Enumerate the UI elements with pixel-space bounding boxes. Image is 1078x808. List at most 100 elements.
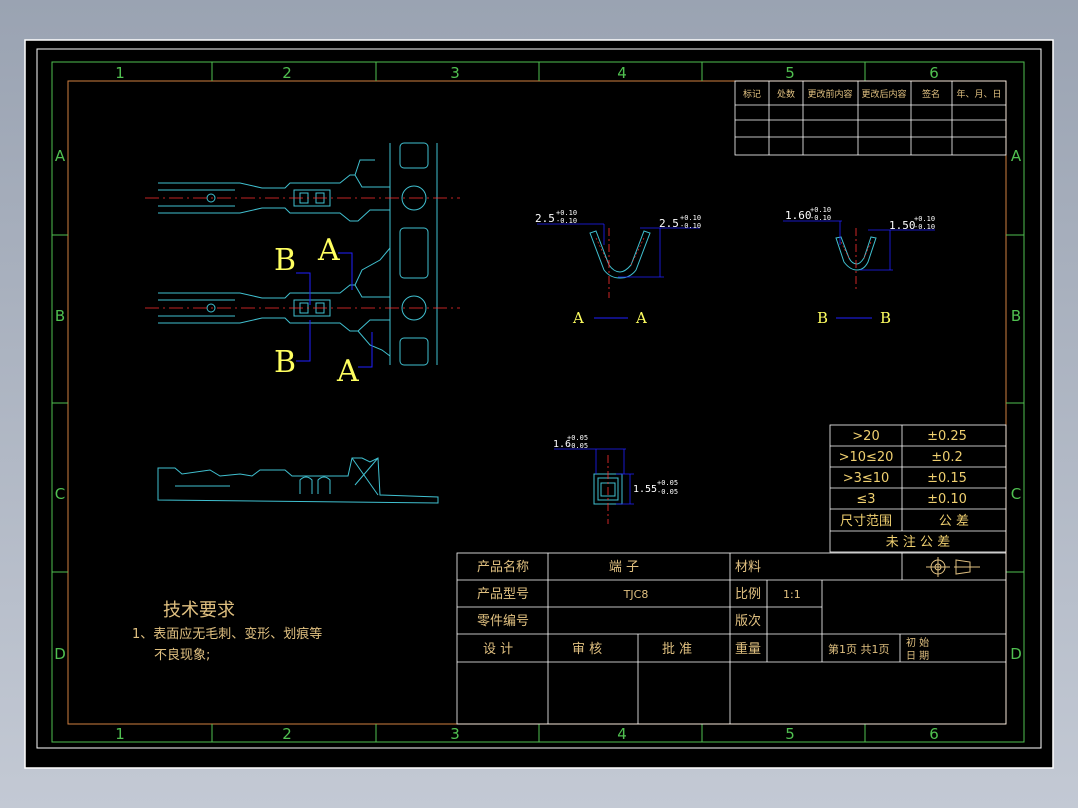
dim-aa-left-lower: -0.10 (556, 217, 577, 225)
tolerance-header-range: 尺寸范围 (840, 514, 892, 529)
title-product-name: 端 子 (609, 560, 639, 575)
title-material-label: 材料 (735, 560, 761, 575)
zone-col-6-bottom: 6 (929, 725, 939, 743)
tolerance-range-4: ≤3 (856, 492, 875, 507)
tolerance-table: >20 ±0.25 >10≤20 ±0.2 >3≤10 ±0.15 ≤3 ±0.… (829, 424, 1007, 553)
tolerance-value-4: ±0.10 (927, 492, 967, 507)
terminal-side-view (157, 457, 439, 504)
dim-bb-left-upper: +0.10 (810, 206, 831, 214)
zone-col-5-bottom: 5 (785, 725, 795, 743)
frame (36, 48, 1042, 749)
dim-small-right-lower: -0.05 (657, 488, 678, 496)
zone-col-2-top: 2 (282, 64, 292, 82)
title-product-model: TJC8 (623, 588, 649, 601)
title-design-label: 设 计 (483, 642, 513, 657)
zone-col-6-top: 6 (929, 64, 939, 82)
zone-row-b-left: B (55, 307, 65, 325)
tolerance-value-2: ±0.2 (931, 450, 963, 465)
revision-header-before: 更改前内容 (807, 88, 852, 100)
zone-col-1-top: 1 (115, 64, 125, 82)
zone-row-d-left: D (54, 645, 66, 663)
title-scale-label: 比例 (735, 587, 761, 602)
tech-requirements-title: 技术要求 (163, 600, 235, 621)
tolerance-value-3: ±0.15 (927, 471, 967, 486)
section-label-b-top: B (274, 243, 296, 278)
tech-requirements-line-2: 不良现象; (154, 647, 210, 663)
outer-frame (36, 48, 1042, 749)
section-aa-label-right: A (635, 309, 647, 327)
title-scale: 1:1 (783, 588, 801, 601)
zone-col-4-top: 4 (617, 64, 627, 82)
revision-header-count: 处数 (777, 88, 795, 100)
zone-row-a-left: A (55, 147, 66, 165)
dim-aa-left-upper: +0.10 (556, 209, 577, 217)
tech-requirements-line-1: 1、表面应无毛刺、变形、划痕等 (132, 626, 322, 642)
section-aa-profile (589, 230, 651, 279)
dim-aa-right-upper: +0.10 (680, 214, 701, 222)
zone-col-3-top: 3 (450, 64, 460, 82)
revision-header-sign: 签名 (922, 88, 940, 100)
dim-bb-right-upper: +0.10 (914, 215, 935, 223)
dim-small-left-lower: -0.05 (567, 442, 588, 450)
title-initial-label-2: 日 期 (906, 650, 929, 662)
projection-symbol (926, 557, 980, 577)
zone-col-3-bottom: 3 (450, 725, 460, 743)
dim-bb-left-lower: -0.10 (810, 214, 831, 222)
section-bb-label-left: B (817, 309, 828, 327)
dim-aa-right-value: 2.5 (659, 217, 679, 230)
tolerance-range-1: >20 (852, 429, 879, 444)
section-callouts (296, 252, 373, 368)
zone-col-4-bottom: 4 (617, 725, 627, 743)
dim-small-right-value: 1.55 (633, 484, 657, 495)
title-product-name-label: 产品名称 (477, 559, 529, 575)
section-label-b-bottom: B (274, 345, 296, 380)
section-aa-label-left: A (572, 309, 584, 327)
title-initial-label-1: 初 始 (906, 636, 929, 649)
zone-col-2-bottom: 2 (282, 725, 292, 743)
section-bb-label-right: B (880, 309, 891, 327)
zone-col-1-bottom: 1 (115, 725, 125, 743)
terminal-top (158, 159, 390, 222)
dim-bb-left-value: 1.60 (785, 209, 812, 222)
dim-bb-right-lower: -0.10 (914, 223, 935, 231)
zone-dividers (52, 62, 1024, 742)
zone-row-c-right: C (1011, 485, 1021, 503)
zone-labels: 1 2 3 4 5 6 1 2 3 4 5 6 A B C D A B C D (54, 64, 1022, 743)
title-version-label: 版次 (735, 613, 761, 629)
title-product-model-label: 产品型号 (477, 587, 529, 602)
zone-row-a-right: A (1011, 147, 1022, 165)
dim-small-left-value: 1.6 (553, 439, 571, 450)
revision-header-mark: 标记 (743, 88, 761, 100)
section-bb-view: 1.60 +0.10 -0.10 1.50 +0.10 -0.10 B B (783, 206, 935, 327)
zone-col-5-top: 5 (785, 64, 795, 82)
revision-header-date: 年、月、日 (956, 88, 1001, 100)
tolerance-range-3: >3≤10 (843, 471, 890, 486)
title-approve-label: 批 准 (662, 642, 692, 657)
title-block: 产品名称 端 子 材料 产品型号 TJC8 比例 1:1 零件编号 版次 设 计… (456, 552, 1007, 725)
end-view: 1.6 +0.05 -0.05 1.55 +0.05 -0.05 (553, 434, 678, 524)
section-labels-main: B A B A (274, 233, 359, 389)
title-weight-label: 重量 (735, 641, 761, 657)
title-review-label: 审 核 (572, 642, 602, 657)
section-label-a-bottom: A (336, 354, 359, 389)
tolerance-header-tol: 公 差 (939, 514, 969, 529)
carrier-strip (389, 142, 438, 366)
zone-frame (51, 61, 1025, 743)
zone-row-c-left: C (55, 485, 65, 503)
tech-requirements: 技术要求 1、表面应无毛刺、变形、划痕等 不良现象; (132, 600, 322, 663)
dim-aa-left-value: 2.5 (535, 212, 555, 225)
tolerance-footer: 未 注 公 差 (886, 535, 950, 550)
tolerance-range-2: >10≤20 (839, 450, 894, 465)
sheet-background (24, 39, 1054, 769)
title-page-info: 第1页 共1页 (828, 642, 890, 656)
zone-row-d-right: D (1010, 645, 1022, 663)
tolerance-value-1: ±0.25 (927, 429, 967, 444)
section-label-a-top: A (317, 233, 340, 268)
dim-aa-right-lower: -0.10 (680, 222, 701, 230)
dim-small-right-upper: +0.05 (657, 479, 678, 487)
revision-table: 标记 处数 更改前内容 更改后内容 签名 年、月、日 (734, 80, 1007, 156)
section-aa-view: 2.5 +0.10 -0.10 2.5 +0.10 -0.10 A A (535, 209, 701, 327)
section-bb-profile (835, 236, 877, 271)
title-part-no-label: 零件编号 (477, 614, 529, 629)
